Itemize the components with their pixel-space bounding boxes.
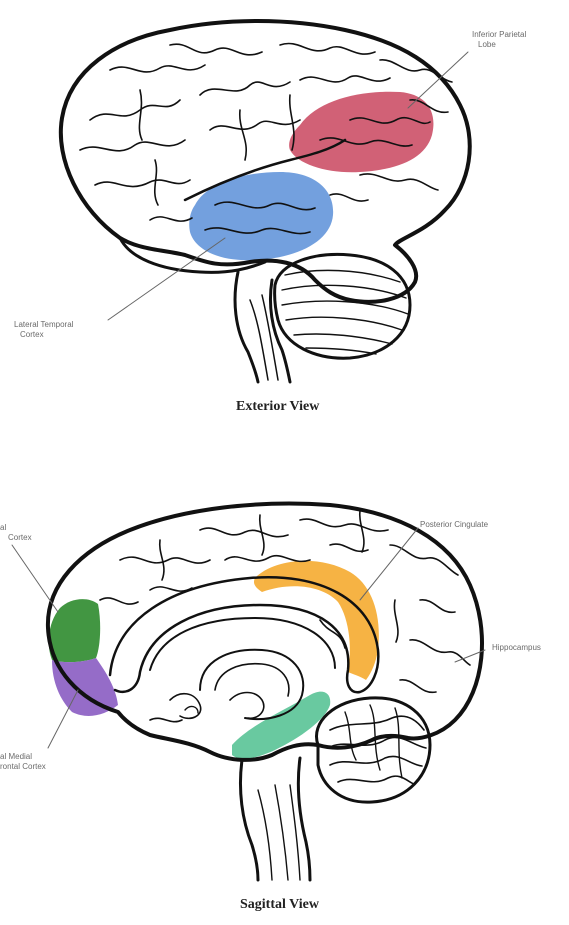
lateral-temporal-region [189, 172, 333, 260]
label-ventral-medial-line1: al Medial [0, 752, 46, 762]
label-ventral-medial-line2: rontal Cortex [0, 762, 46, 772]
label-dorsal-medial-line1: al [0, 523, 32, 533]
label-lateral-temporal-line2: Cortex [14, 330, 73, 340]
dorsal-medial-prefrontal-region [49, 599, 100, 662]
caption-exterior-view: Exterior View [236, 399, 319, 415]
exterior-brain [61, 21, 470, 382]
label-posterior-cingulate: Posterior Cingulate [420, 520, 488, 530]
exterior-cortex-outline [61, 21, 470, 302]
label-inferior-parietal: Inferior Parietal Lobe [472, 30, 526, 50]
caption-sagittal-view: Sagittal View [240, 897, 319, 913]
label-ventral-medial: al Medial rontal Cortex [0, 752, 46, 772]
label-inferior-parietal-line2: Lobe [472, 40, 526, 50]
sagittal-brain [12, 504, 485, 880]
posterior-cingulate-region [254, 561, 379, 680]
label-lateral-temporal-line1: Lateral Temporal [14, 320, 73, 330]
label-dorsal-medial-line2: Cortex [0, 533, 32, 543]
label-lateral-temporal: Lateral Temporal Cortex [14, 320, 73, 340]
label-inferior-parietal-line1: Inferior Parietal [472, 30, 526, 40]
label-dorsal-medial: al Cortex [0, 523, 32, 543]
label-hippocampus: Hippocampus [492, 643, 541, 653]
